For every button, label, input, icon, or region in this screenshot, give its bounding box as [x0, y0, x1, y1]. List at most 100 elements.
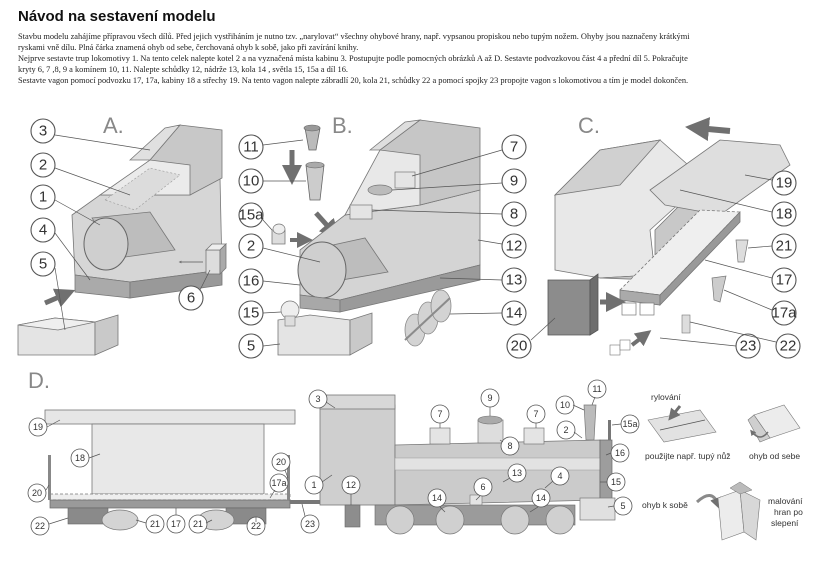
callout-b-2: 2 [238, 233, 321, 263]
callout-d-20a: 20 [27, 483, 50, 503]
callout-d-14a: 14 [427, 488, 447, 513]
callout-d-22a: 22 [30, 516, 69, 536]
callout-a-2: 2 [30, 152, 131, 196]
section-d: D. 19 18 20 22 [27, 368, 640, 536]
callout-a-5: 5 [30, 251, 66, 331]
svg-text:5: 5 [620, 501, 625, 511]
callout-d-17a: 17a [269, 473, 289, 499]
svg-text:17a: 17a [771, 305, 797, 322]
svg-text:3: 3 [315, 394, 320, 404]
callout-d-7b: 7 [526, 404, 546, 428]
callout-b-15a: 15a [238, 202, 273, 231]
svg-text:15: 15 [243, 305, 260, 322]
legend-fold-away: ohyb od sebe [749, 451, 800, 461]
callout-d-20b: 20 [271, 452, 291, 479]
section-c-label: C. [578, 113, 600, 138]
instruction-line-1: Stavbu modelu zahájíme přípravou všech d… [18, 32, 690, 41]
instruction-line-4: kryty 6, 7 ,8, 9 a komínem 10, 11. Nalep… [18, 65, 348, 74]
callout-c-22: 22 [689, 321, 801, 359]
callout-d-21b: 21 [188, 514, 213, 534]
svg-text:12: 12 [506, 238, 523, 255]
svg-text:23: 23 [305, 519, 315, 529]
svg-text:22: 22 [35, 521, 45, 531]
svg-text:19: 19 [776, 175, 793, 192]
callout-d-15: 15 [600, 472, 626, 492]
instruction-line-5: Sestavte vagon pomocí podvozku 17, 17a, … [18, 76, 689, 85]
svg-text:2: 2 [39, 157, 47, 174]
svg-text:15a: 15a [238, 207, 264, 224]
instruction-line-3: Nejprve sestavte trup lokomotivy 1. Na t… [18, 54, 688, 63]
svg-text:17a: 17a [271, 478, 286, 488]
section-a: A. 3 2 1 4 5 6 [17, 113, 227, 356]
callout-d-4: 4 [544, 466, 570, 489]
callout-c-20: 20 [506, 317, 556, 359]
callout-b-7: 7 [411, 134, 527, 177]
callout-d-10: 10 [555, 395, 585, 415]
callout-d-18: 18 [70, 448, 101, 468]
svg-text:21: 21 [150, 519, 160, 529]
callout-b-13: 13 [439, 267, 527, 293]
svg-text:8: 8 [510, 206, 518, 223]
callout-a-6: 6 [178, 269, 211, 311]
svg-text:21: 21 [193, 519, 203, 529]
legend-scoring: rylování [651, 392, 681, 402]
callout-d-6: 6 [473, 477, 493, 501]
legend-edge-paint-3: slepení [771, 518, 799, 528]
callout-c-19: 19 [744, 170, 797, 196]
instruction-line-2: ryskami vně dílu. Plná čárka znamená ohy… [18, 43, 359, 52]
svg-text:10: 10 [560, 400, 570, 410]
section-d-label: D. [28, 368, 50, 393]
folding-legend: rylování použijte např. tupý nůž ohyb od… [642, 392, 803, 541]
svg-text:9: 9 [510, 173, 518, 190]
callout-c-17a: 17a [723, 289, 797, 326]
svg-text:10: 10 [243, 173, 260, 190]
callout-b-15: 15 [238, 300, 282, 326]
callout-b-12: 12 [477, 233, 527, 259]
svg-text:15: 15 [611, 477, 621, 487]
svg-text:1: 1 [311, 480, 316, 490]
callout-b-9: 9 [391, 168, 527, 194]
svg-text:7: 7 [510, 139, 518, 156]
svg-text:19: 19 [33, 422, 43, 432]
callout-c-23: 23 [659, 333, 761, 359]
svg-text:14: 14 [432, 493, 442, 503]
svg-text:6: 6 [480, 482, 485, 492]
callout-d-5: 5 [607, 496, 633, 516]
svg-text:1: 1 [39, 189, 47, 206]
callout-d-21a: 21 [135, 514, 165, 534]
callout-d-19: 19 [28, 417, 61, 437]
callout-c-18: 18 [679, 189, 797, 227]
callout-a-1: 1 [30, 184, 101, 226]
callout-d-16: 16 [605, 443, 630, 463]
svg-text:14: 14 [506, 305, 523, 322]
svg-text:18: 18 [776, 206, 793, 223]
svg-text:5: 5 [39, 256, 47, 273]
svg-text:20: 20 [276, 457, 286, 467]
svg-text:7: 7 [437, 409, 442, 419]
callout-d-11: 11 [587, 379, 607, 406]
svg-text:3: 3 [39, 123, 47, 140]
legend-edge-paint-1: malování [768, 496, 803, 506]
svg-text:13: 13 [506, 272, 523, 289]
svg-text:20: 20 [511, 338, 528, 355]
svg-text:6: 6 [187, 290, 195, 307]
callout-b-10: 10 [238, 168, 306, 194]
callout-d-14b: 14 [529, 488, 551, 513]
svg-text:18: 18 [75, 453, 85, 463]
callout-d-1: 1 [304, 474, 333, 495]
svg-text:22: 22 [251, 521, 261, 531]
svg-text:17: 17 [171, 519, 181, 529]
callout-b-16: 16 [238, 268, 301, 294]
section-b-label: B. [332, 113, 353, 138]
svg-text:21: 21 [776, 238, 793, 255]
svg-text:13: 13 [512, 468, 522, 478]
callout-d-7a: 7 [430, 404, 450, 428]
svg-text:5: 5 [247, 338, 255, 355]
svg-text:11: 11 [243, 139, 259, 156]
svg-text:9: 9 [487, 393, 492, 403]
callout-c-17: 17 [704, 259, 797, 293]
page-title: Návod na sestavení modelu [18, 8, 216, 25]
svg-text:20: 20 [32, 488, 42, 498]
svg-text:15a: 15a [622, 419, 637, 429]
